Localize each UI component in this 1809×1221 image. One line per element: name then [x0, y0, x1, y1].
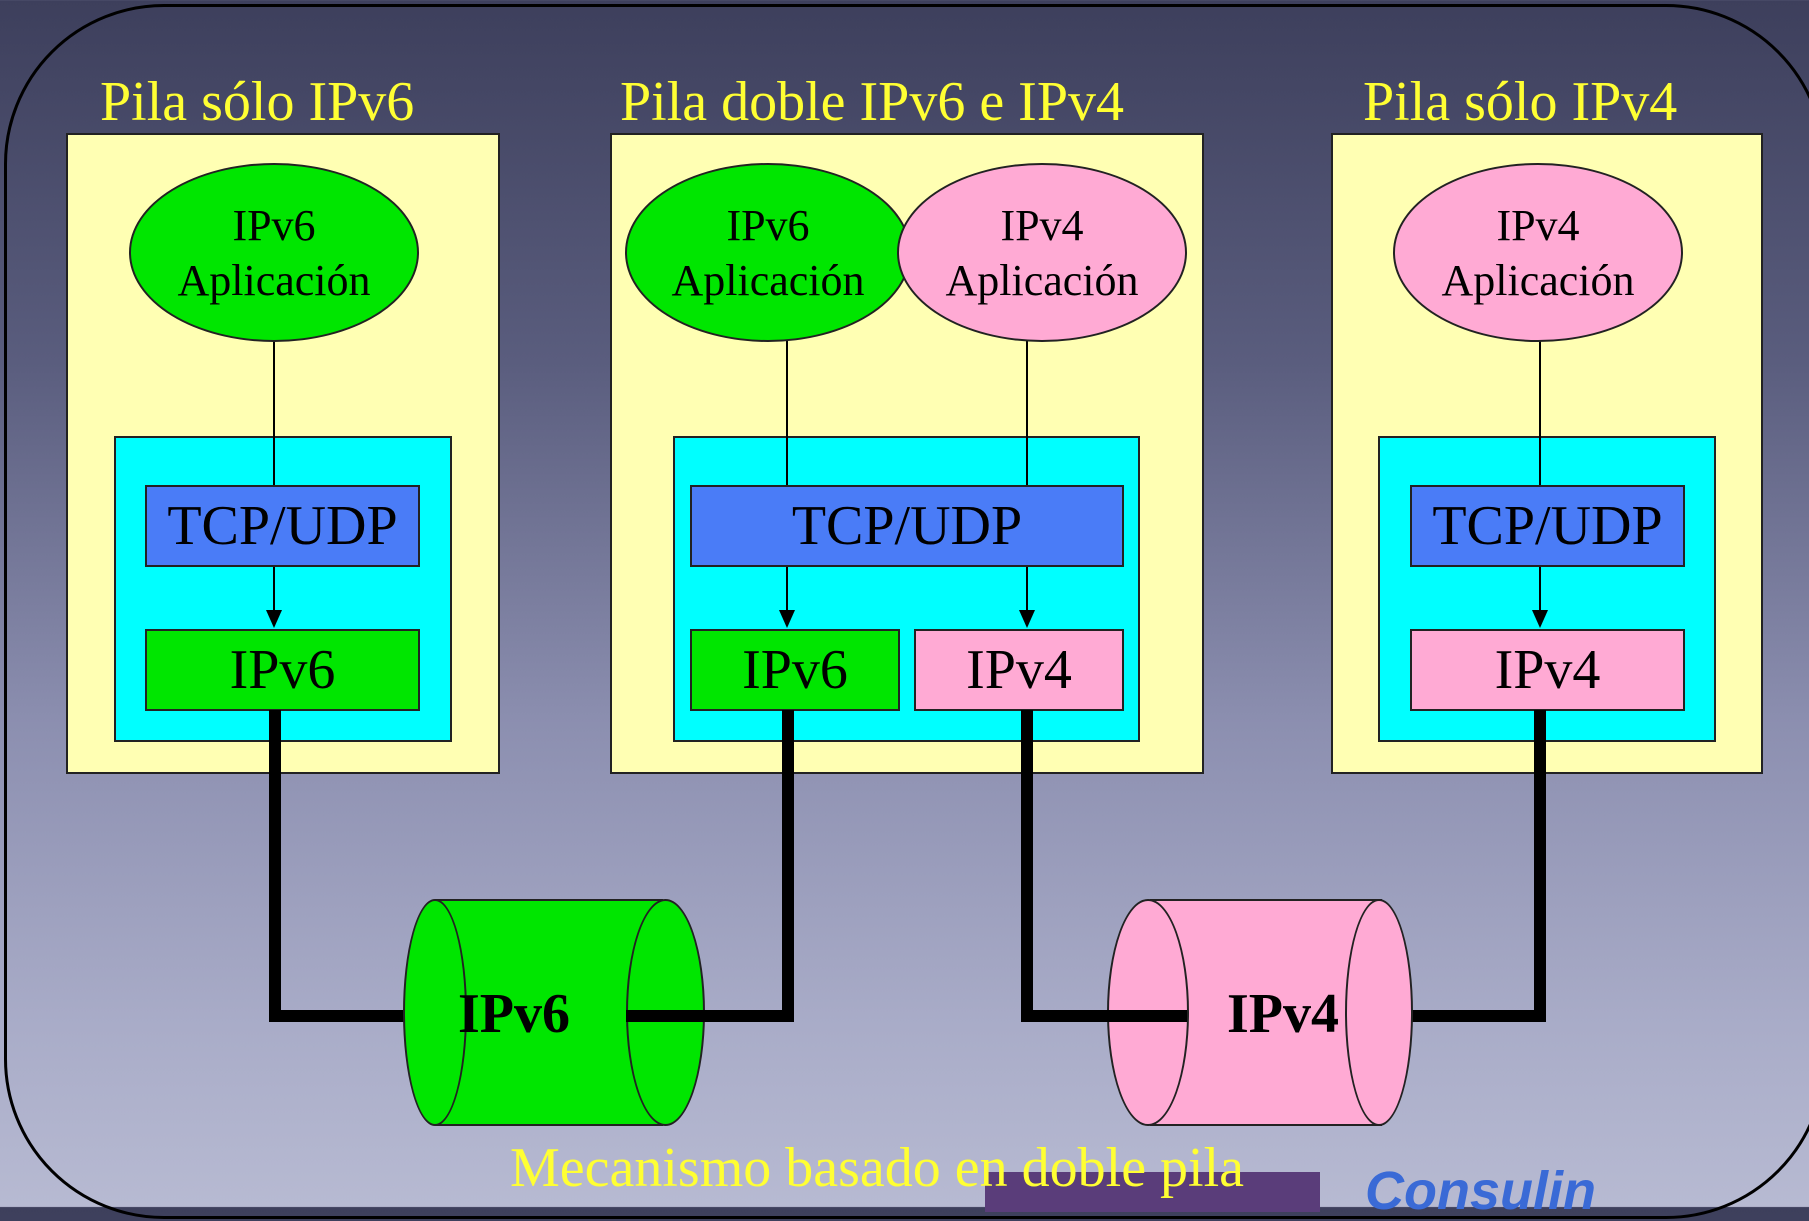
network-wire — [1107, 1010, 1187, 1022]
ipv6-network-label: IPv6 — [458, 983, 570, 1045]
app-ipv4-only: IPv4 Aplicación — [1393, 163, 1683, 342]
ipv6-layer: IPv6 — [690, 629, 900, 711]
cylinder-end — [403, 899, 467, 1126]
arrow-down-icon — [1532, 610, 1548, 628]
app-dual-ipv4: IPv4 Aplicación — [897, 163, 1187, 342]
app-label: Aplicación — [671, 255, 865, 305]
connector-line — [1539, 340, 1541, 486]
network-wire — [1534, 710, 1546, 1022]
app-label: Aplicación — [945, 255, 1139, 305]
stack-title-dual: Pila doble IPv6 e IPv4 — [620, 71, 1124, 133]
tcp-udp-layer: TCP/UDP — [690, 485, 1124, 567]
network-wire — [1400, 1010, 1546, 1022]
ipv4-layer: IPv4 — [914, 629, 1124, 711]
network-wire — [269, 710, 281, 1022]
slide-caption: Mecanismo basado en doble pila — [510, 1137, 1245, 1199]
ipv6-layer: IPv6 — [145, 629, 420, 711]
connector-line — [786, 565, 788, 610]
arrow-down-icon — [1019, 610, 1035, 628]
network-wire — [782, 710, 794, 1022]
app-label: Aplicación — [177, 255, 371, 305]
network-wire — [1021, 710, 1033, 1022]
arrow-down-icon — [266, 610, 282, 628]
tcp-udp-layer: TCP/UDP — [1410, 485, 1685, 567]
stack-title-ipv4-only: Pila sólo IPv4 — [1363, 71, 1678, 133]
connector-line — [273, 565, 275, 610]
ipv4-network-label: IPv4 — [1227, 983, 1339, 1045]
footer-strip — [985, 1172, 1320, 1212]
ipv6-network-cylinder — [435, 899, 663, 1126]
app-protocol: IPv4 — [1496, 200, 1580, 250]
connector-line — [786, 340, 788, 486]
connector-line — [1026, 340, 1028, 486]
arrow-down-icon — [779, 610, 795, 628]
app-label: Aplicación — [1441, 255, 1635, 305]
app-ipv6-only: IPv6 Aplicación — [129, 163, 419, 342]
tcp-udp-layer: TCP/UDP — [145, 485, 420, 567]
app-dual-ipv6: IPv6 Aplicación — [625, 163, 911, 342]
network-wire — [626, 1010, 794, 1022]
network-wire — [269, 1010, 409, 1022]
cylinder-end — [1345, 899, 1413, 1126]
footer-logo: Consulin — [1365, 1161, 1596, 1221]
app-protocol: IPv6 — [232, 200, 316, 250]
connector-line — [1539, 565, 1541, 610]
connector-line — [273, 340, 275, 486]
connector-line — [1026, 565, 1028, 610]
stack-title-ipv6-only: Pila sólo IPv6 — [100, 71, 415, 133]
app-protocol: IPv6 — [726, 200, 810, 250]
ipv4-layer: IPv4 — [1410, 629, 1685, 711]
app-protocol: IPv4 — [1000, 200, 1084, 250]
